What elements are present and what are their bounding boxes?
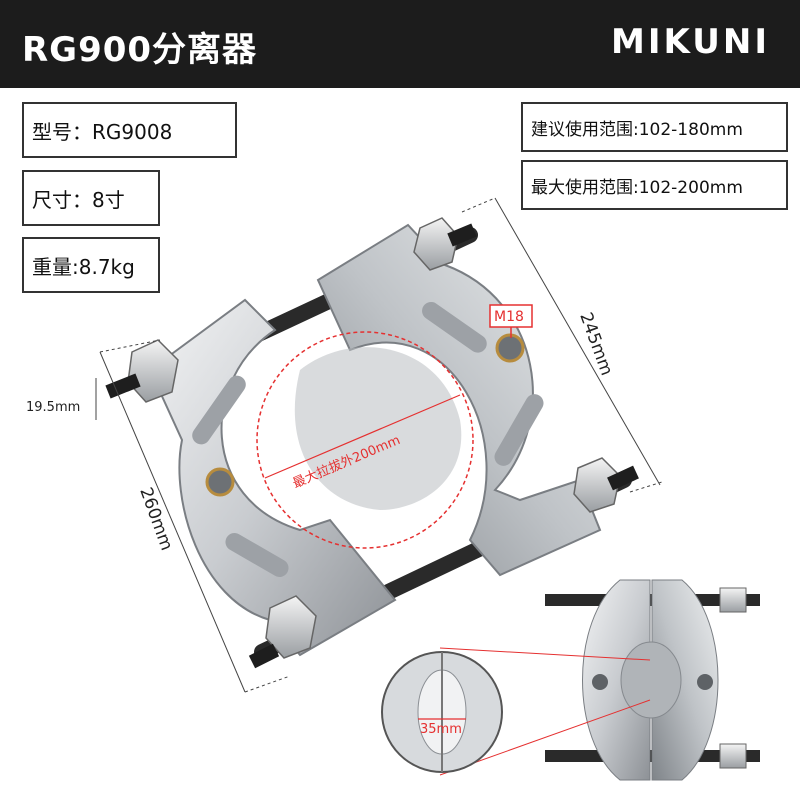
slot-right-1 (422, 301, 487, 353)
thread-hole-left (205, 467, 235, 497)
inner-opening (294, 347, 462, 510)
slot-left-2 (225, 533, 289, 577)
nut-top-right (413, 217, 459, 271)
header-bar: RG900分离器 MIKUNI (0, 0, 800, 88)
brand-name: MIKUNI (611, 22, 770, 62)
thread-end-top (447, 223, 477, 247)
spec-recommended-range: 建议使用范围:102-180mm (521, 102, 788, 152)
thread-end-bottom-left (248, 643, 280, 669)
spec-size: 尺寸：8寸 (22, 170, 160, 226)
thread-hole-right (495, 333, 525, 363)
slot-right-2 (494, 394, 544, 466)
dimension-245-label: 245mm (575, 310, 616, 378)
spec-weight: 重量:8.7kg (22, 237, 160, 293)
dimension-260-label: 260mm (135, 485, 176, 553)
zoom-35mm-label: 35mm (420, 722, 462, 737)
inset-product (545, 579, 760, 781)
nut-bottom-left (265, 595, 317, 659)
nut-top-left (127, 339, 179, 403)
zoom-detail: 35mm (381, 647, 651, 776)
dimension-19-5-label: 19.5mm (26, 400, 80, 415)
slot-left-1 (192, 375, 246, 445)
m18-callout: M18 (489, 304, 533, 338)
spec-weight-text: 重量:8.7kg (32, 254, 135, 279)
dimension-19-5: 19.5mm (26, 378, 97, 420)
m18-label: M18 (494, 309, 524, 325)
spec-model-text: 型号：RG9008 (32, 119, 173, 144)
spec-size-text: 尺寸：8寸 (32, 187, 125, 212)
nut-bottom-right (573, 457, 621, 513)
spec-max-range-text: 最大使用范围:102-200mm (531, 177, 743, 198)
spec-max-range: 最大使用范围:102-200mm (521, 160, 788, 210)
thread-end-bottom-right (607, 465, 639, 491)
spec-model: 型号：RG9008 (22, 102, 237, 158)
product-title: RG900分离器 (22, 30, 258, 70)
spec-recommended-range-text: 建议使用范围:102-180mm (531, 119, 743, 140)
thread-end-left (105, 373, 141, 399)
